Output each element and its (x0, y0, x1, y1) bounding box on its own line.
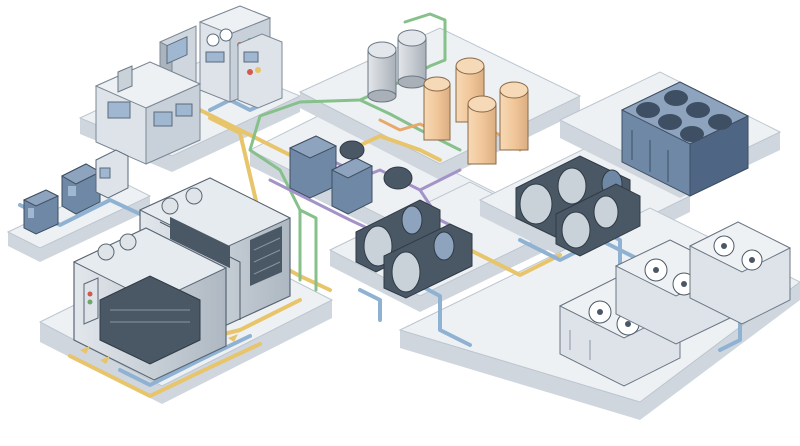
electrical-box-icon (95, 149, 129, 199)
storage-tank-icon (367, 41, 397, 103)
storage-tank-icon (499, 81, 529, 151)
motor-icon (339, 140, 413, 190)
compressor-icon (555, 183, 641, 257)
cooling-towers (558, 221, 792, 387)
chiller-plant (620, 81, 750, 197)
electrical-box-icon (330, 157, 374, 215)
cooling-tower-unit (688, 221, 792, 325)
pump-icon (383, 223, 473, 299)
electrical-box-icon (288, 135, 338, 199)
control-panel-icon (237, 33, 283, 109)
generator-icon (72, 227, 228, 381)
wall-panels (22, 149, 129, 235)
electrical-box-icon (60, 163, 102, 215)
generator-hall (72, 177, 292, 381)
storage-tank-icon (397, 29, 427, 89)
storage-tank-icon (423, 76, 451, 141)
control-panel-icon (94, 61, 202, 165)
pump-station (288, 135, 473, 299)
chiller-icon (620, 81, 750, 197)
fan-icon (636, 90, 732, 142)
control-room (94, 5, 283, 165)
fan-icon (713, 235, 763, 271)
floor-arrow-icon (80, 334, 238, 364)
compressor-bay (515, 155, 641, 257)
electrical-box-icon (22, 189, 60, 235)
tank-farm (367, 29, 529, 165)
storage-tank-icon (467, 95, 497, 165)
